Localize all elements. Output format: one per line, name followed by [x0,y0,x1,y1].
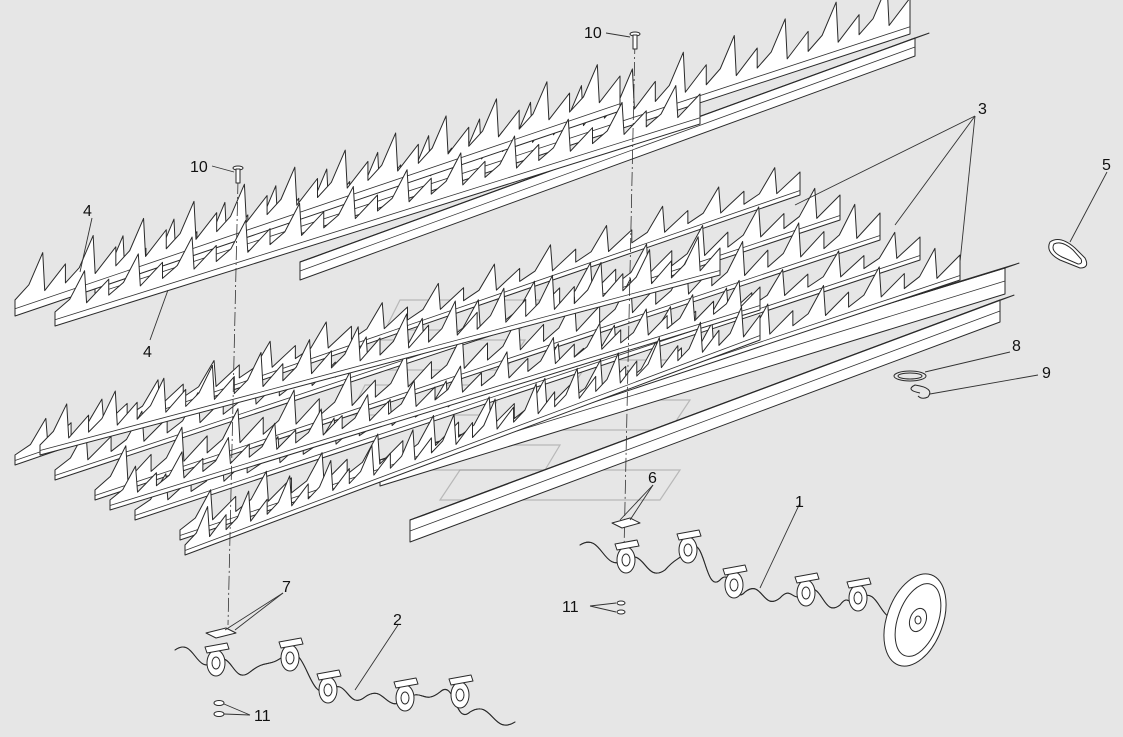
nuts-11-right [616,600,626,615]
bearing-block [676,529,702,564]
alignment-axes [227,39,636,626]
nuts-11-left [213,700,225,717]
crankshaft-2 [174,637,516,726]
lower-slat-7 [109,279,761,511]
callout-11-left: 11 [254,708,271,725]
callout-8: 8 [1012,338,1021,355]
callout-1: 1 [795,494,804,511]
plate-6 [611,517,641,529]
crankshaft-1 [579,529,901,619]
lower-slat-6 [39,236,721,456]
bearing-block [846,577,872,612]
bearing-block [448,674,474,709]
clip-9 [910,384,931,399]
plate-7 [205,627,237,639]
pulley-wheel [883,573,947,667]
lower-channel-front [409,294,1015,543]
bearing-block [614,539,640,574]
lower-slat-8 [184,306,761,556]
bearing-block [393,677,419,712]
ring-8 [893,370,927,382]
callout-10-left: 10 [190,159,208,176]
bearing-block [316,669,342,704]
bolt-10-left [232,165,244,184]
callout-9: 9 [1042,365,1051,382]
gasket-5 [1048,239,1088,269]
callout-2: 2 [393,612,402,629]
callout-6: 6 [648,470,657,487]
callout-5: 5 [1102,157,1111,174]
lower-slat-assembly [14,167,1020,556]
upper-slat-assembly [14,0,930,327]
leader-lines [79,32,1108,716]
upper-slat-mid [54,85,701,327]
bearing-block [794,572,820,607]
callout-labels: 10 10 3 4 4 5 8 9 6 1 7 2 11 11 [83,25,1111,725]
callout-7: 7 [282,579,291,596]
callout-3: 3 [978,101,987,118]
bearing-block [278,637,304,672]
callout-10-right: 10 [584,25,602,42]
bearing-block [722,564,748,599]
callout-4-upper: 4 [83,203,92,220]
upper-slat-front [14,64,621,317]
bearing-block [204,642,230,677]
bolt-10-right [629,31,641,50]
callout-4-lower: 4 [143,344,152,361]
callout-11-right: 11 [562,599,579,616]
